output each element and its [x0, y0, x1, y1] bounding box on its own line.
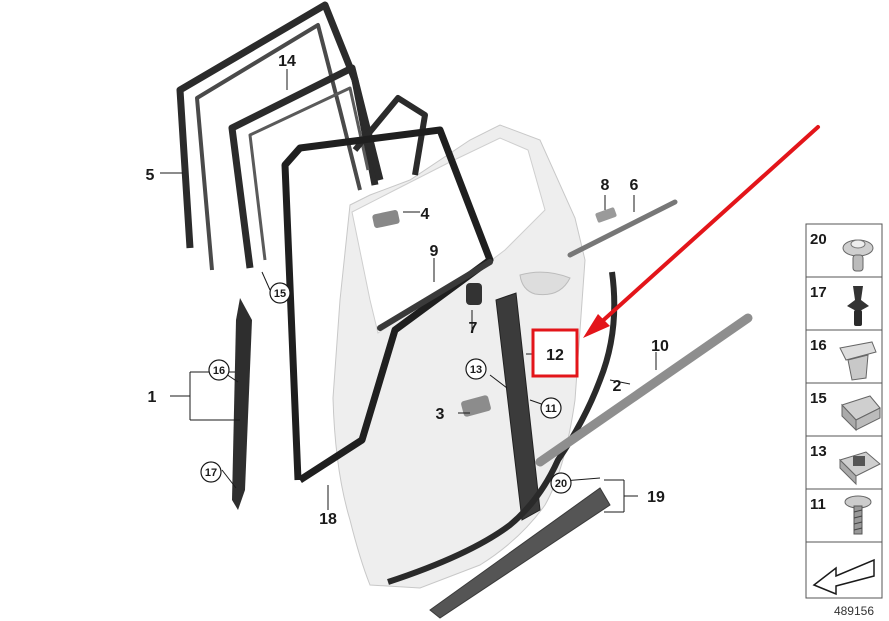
door-window-opening	[351, 137, 546, 334]
clip-15-icon	[841, 395, 881, 432]
pin-17-icon	[847, 286, 869, 326]
label-5: 5	[146, 167, 155, 184]
svg-text:13: 13	[470, 364, 482, 376]
label-9: 9	[430, 243, 439, 260]
label-7: 7	[469, 320, 478, 337]
label-6: 6	[630, 177, 639, 194]
part-6-strip	[567, 199, 678, 258]
sidebar-item-11[interactable]	[805, 488, 883, 543]
part-8-clip	[595, 207, 617, 223]
callout-15: 15	[269, 282, 291, 304]
sidebar-label-11: 11	[810, 496, 826, 513]
part-10-strip	[535, 313, 753, 467]
label-18: 18	[319, 511, 337, 528]
label-3: 3	[436, 406, 445, 423]
label-12-highlight-box	[531, 328, 579, 378]
reference-number: 489156	[834, 604, 874, 618]
arrow-left-icon	[812, 558, 875, 596]
sidebar-label-15: 15	[810, 390, 827, 407]
label-8: 8	[601, 177, 610, 194]
part-3-clip	[461, 395, 491, 417]
svg-text:15: 15	[274, 288, 286, 300]
part-19-trim	[429, 487, 611, 619]
sidebar-label-17: 17	[810, 284, 827, 301]
callout-17: 17	[200, 461, 222, 483]
label-10: 10	[651, 338, 669, 355]
svg-text:11: 11	[545, 403, 557, 415]
callout-13: 13	[465, 358, 487, 380]
seal-5-inner	[195, 23, 362, 271]
callout-16: 16	[208, 359, 230, 381]
part-12-cover	[495, 292, 541, 521]
seal-2	[387, 271, 618, 585]
clip-16-icon	[839, 341, 877, 381]
svg-text:17: 17	[205, 467, 217, 479]
label-19: 19	[647, 489, 665, 506]
parts-sidebar	[805, 223, 883, 599]
nut-13-icon	[839, 451, 881, 486]
seal-18	[281, 126, 494, 483]
sidebar-item-17[interactable]	[805, 276, 883, 331]
sidebar-label-16: 16	[810, 337, 827, 354]
part-4-clip	[372, 210, 400, 228]
screw-11-icon	[844, 495, 872, 535]
callout-20: 20	[550, 472, 572, 494]
label-12: 12	[546, 347, 564, 364]
sidebar-label-20: 20	[810, 231, 827, 248]
leader-lines	[160, 69, 657, 513]
red-pointer-arrow	[583, 125, 820, 338]
seal-14	[228, 64, 384, 269]
door-handle-recess	[519, 271, 571, 296]
label-4: 4	[421, 206, 430, 223]
svg-text:20: 20	[555, 478, 567, 490]
clip-20-icon	[842, 239, 874, 272]
callout-11: 11	[540, 397, 562, 419]
svg-text:16: 16	[213, 365, 225, 377]
label-2: 2	[613, 378, 622, 395]
seal-14-inner	[248, 86, 370, 261]
label-1: 1	[148, 389, 157, 406]
sidebar-label-13: 13	[810, 443, 827, 460]
part-9-strip	[377, 259, 493, 331]
part-1-trim	[232, 298, 252, 510]
seal-14-upper	[352, 95, 428, 176]
label-14: 14	[278, 53, 296, 70]
part-7-bumper	[466, 283, 482, 305]
